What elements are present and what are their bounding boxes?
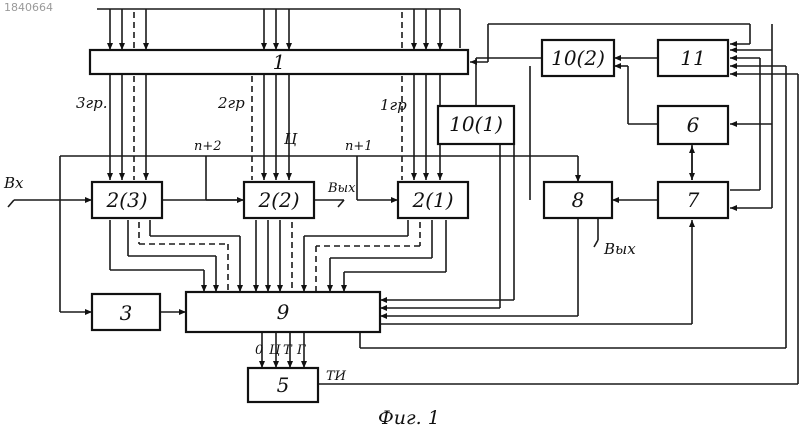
block-7: 7	[658, 182, 728, 218]
signal-n-plus-2: n+2	[194, 139, 222, 154]
block-10-2-label: 10(2)	[551, 46, 605, 70]
input-vx-label: Вх	[3, 174, 24, 192]
output-vyx-mid-label: Вых	[327, 181, 356, 196]
block-9-label: 9	[277, 300, 290, 324]
bus-9-c-label: Ц	[269, 343, 281, 358]
group-label-3: 3гр.	[76, 94, 108, 112]
block-1-label: 1	[273, 50, 286, 74]
group-label-2: 2гр	[217, 94, 245, 112]
block-2-1-label: 2(1)	[411, 188, 453, 212]
signal-n-plus-1: n+1	[345, 139, 373, 154]
block-11-label: 11	[680, 46, 705, 70]
bus-9-o-label: 0	[255, 343, 263, 358]
block-2-2: 2(2)	[244, 182, 314, 218]
block-5-label: 5	[277, 373, 290, 397]
block-7-label: 7	[687, 188, 700, 212]
group-buses	[110, 74, 440, 180]
block-9: 9	[186, 292, 380, 332]
block-10-1-label: 10(1)	[449, 112, 503, 136]
block-8: 8	[544, 182, 612, 218]
signal-ti-label: ТИ	[326, 369, 347, 384]
bus-9-g-label: Г	[296, 343, 306, 358]
to-block-9	[110, 220, 446, 292]
watermark: 1840664	[4, 1, 53, 14]
block-3: 3	[92, 294, 160, 330]
group-label-1: 1гр	[380, 96, 407, 114]
block-10-2: 10(2)	[542, 40, 614, 76]
top-inputs	[97, 9, 460, 50]
block-3-label: 3	[120, 301, 133, 325]
signal-c: Ц	[284, 130, 298, 148]
bus-9-t-label: Т	[283, 343, 293, 358]
block-1: 1	[90, 50, 468, 74]
block-6: 6	[658, 106, 728, 144]
block-2-1: 2(1)	[398, 182, 468, 218]
block-8-label: 8	[572, 188, 585, 212]
output-vyx-8-label: Вых	[603, 240, 636, 258]
block-6-label: 6	[687, 113, 700, 137]
figure-caption: Фиг. 1	[378, 407, 440, 429]
block-5: 5	[248, 368, 318, 402]
block-2-3-label: 2(3)	[105, 188, 147, 212]
block-2-3: 2(3)	[92, 182, 162, 218]
block-2-2-label: 2(2)	[257, 188, 299, 212]
block-11: 11	[658, 40, 728, 76]
block-10-1: 10(1)	[438, 106, 514, 144]
